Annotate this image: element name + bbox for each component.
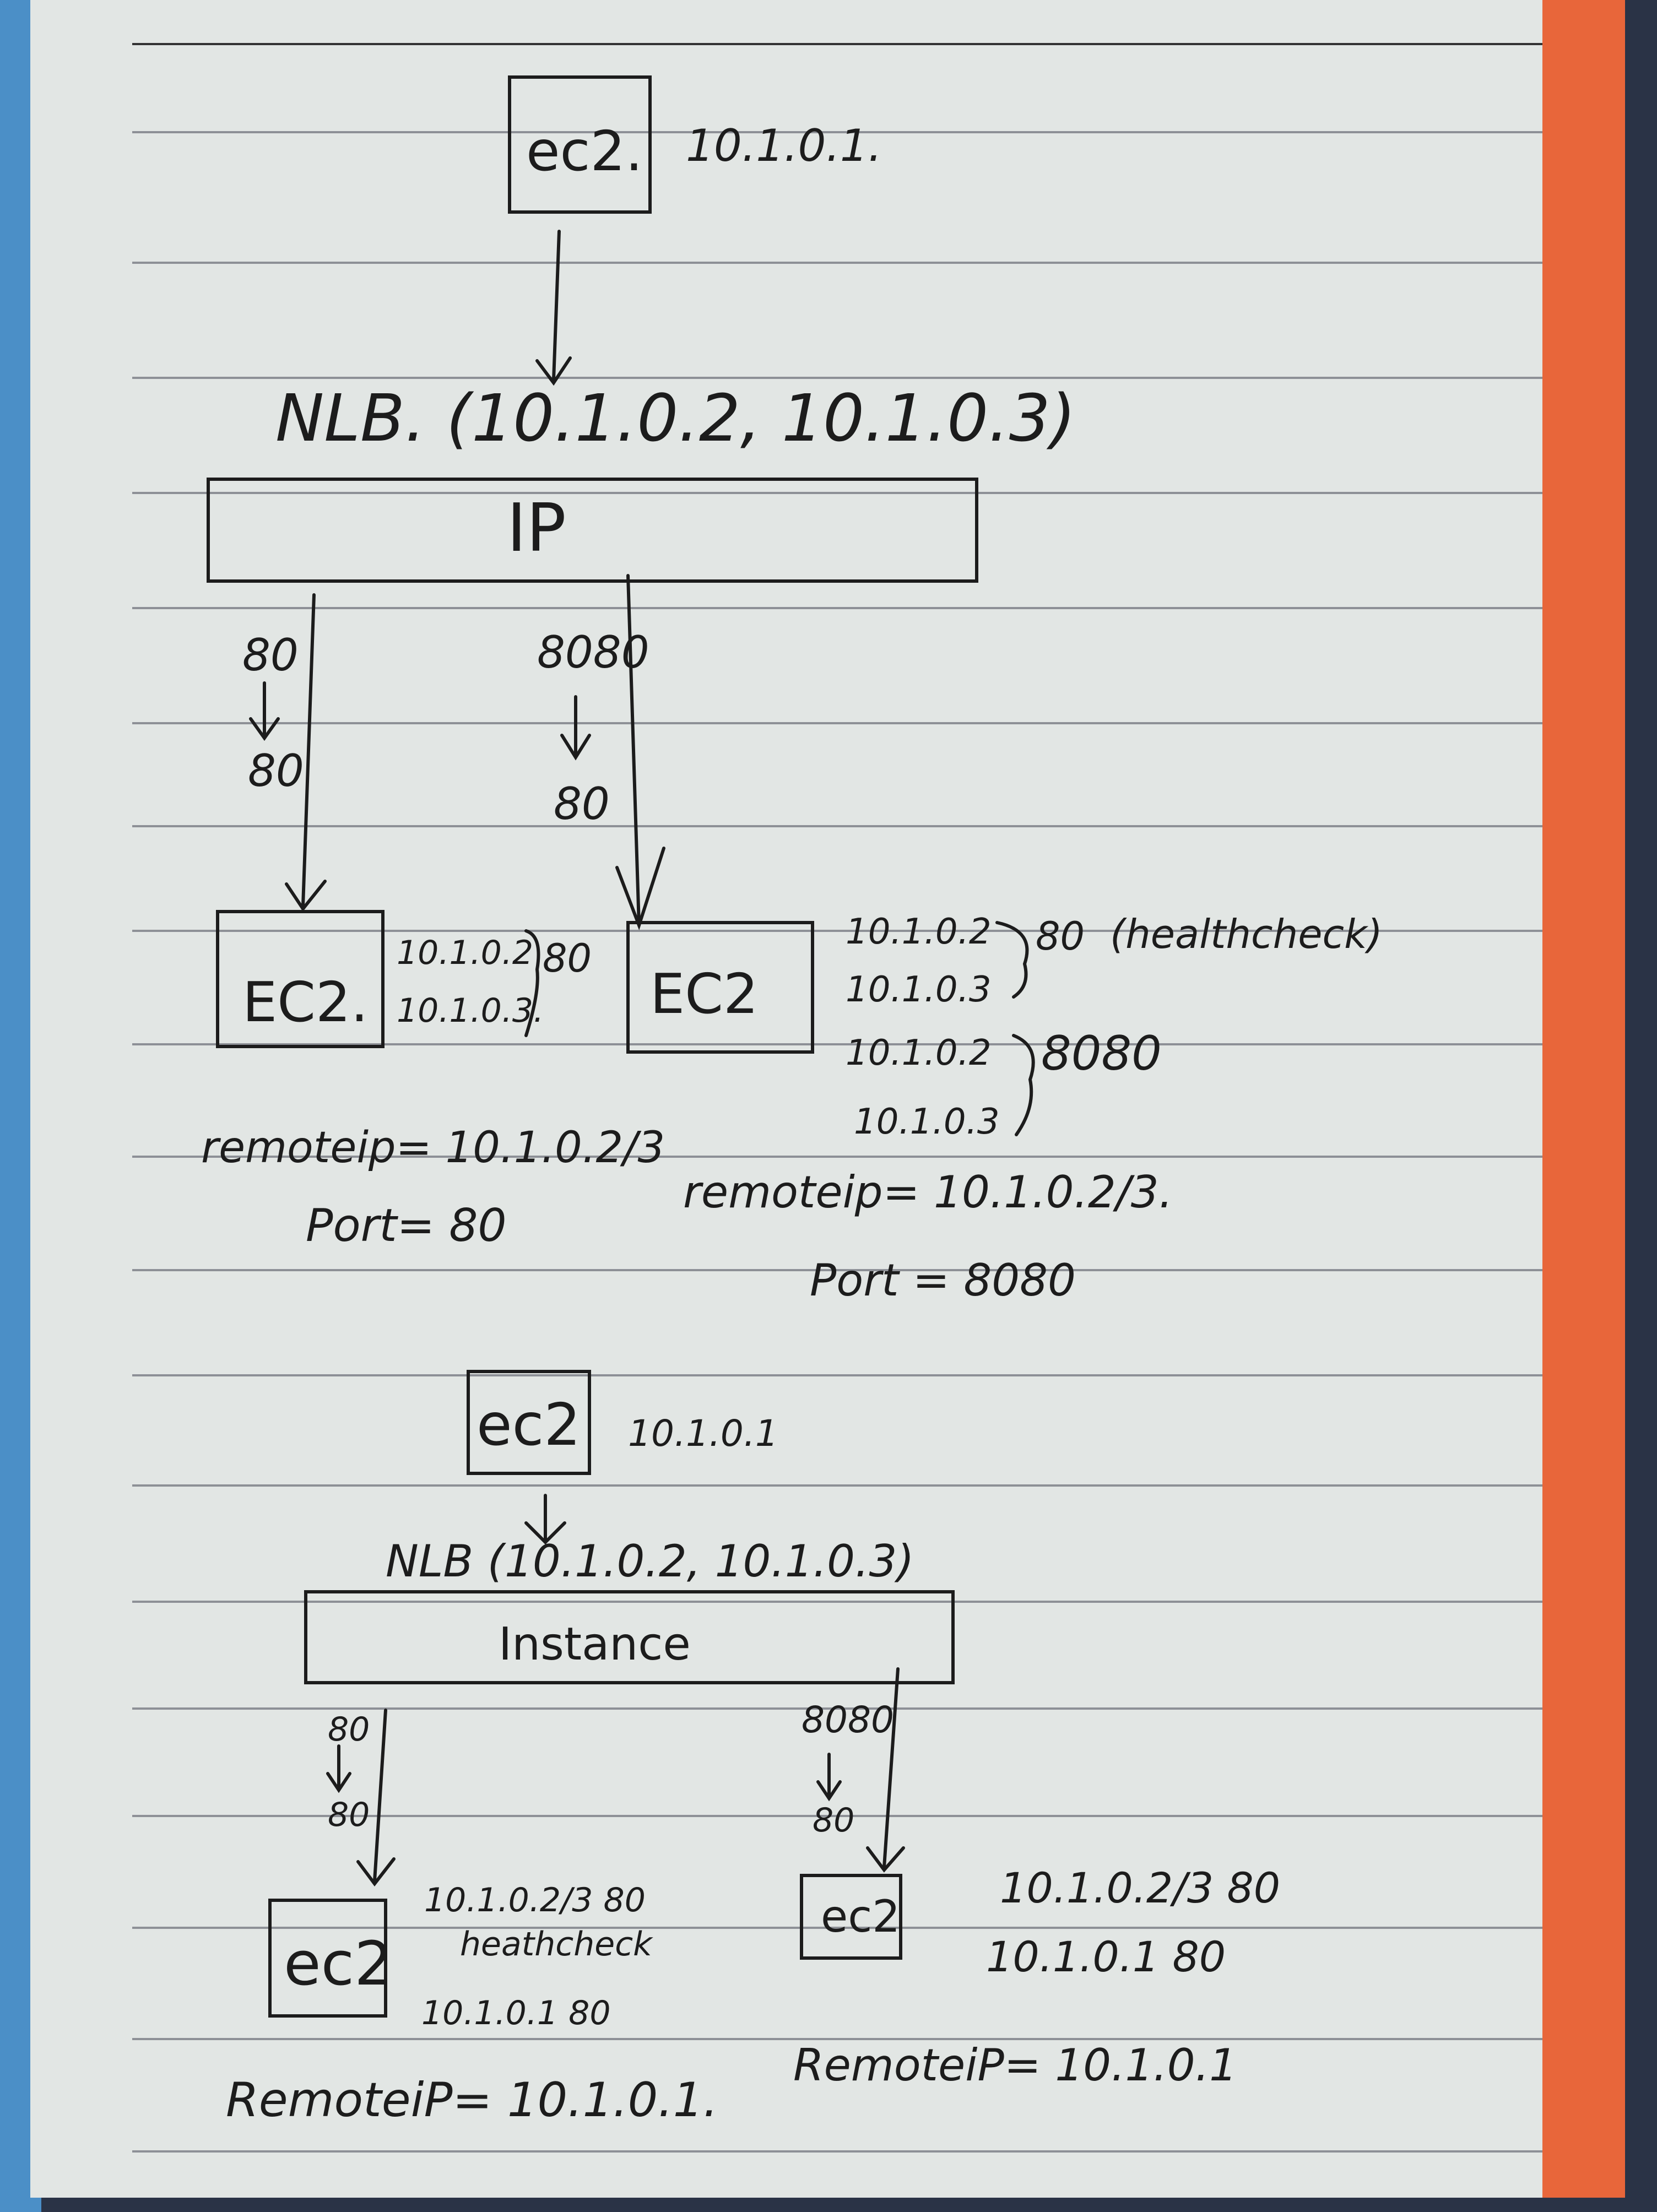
left-route-line [301,593,316,908]
left-instance-line-1: 10.1.0.2/3 80 [424,1881,646,1920]
left-instance-line-3: 10.1.0.1 80 [421,1994,611,2032]
client-to-nlb-arrowhead [535,356,572,386]
elastic-band [1542,0,1625,2198]
right-ec2-box [626,921,814,1054]
right-ec2-label: EC2 [650,962,759,1026]
left-sources-brace [524,929,540,1037]
instance-diagram-shapes [268,1370,955,2018]
instance-target-type-label: Instance [499,1618,691,1671]
right-ec2-label-2: ec2 [821,1891,901,1942]
instance-target-type-bar [304,1590,955,1684]
right-source-a2: 10.1.0.3 [846,969,992,1010]
left-route-line-2 [373,1709,387,1883]
right-remote-ip-2: RemoteiP= 10.1.0.1 [793,2040,1237,2091]
right-source-a1: 10.1.0.2 [846,912,992,952]
right-route-arrowhead [615,847,665,931]
left-ec2-label: EC2. [242,970,369,1034]
left-route-arrowhead-2 [356,1857,396,1886]
right-ec2-box-2 [800,1874,902,1960]
left-map-arrowhead-2 [326,1772,351,1793]
right-route-arrowhead-2 [866,1846,905,1873]
ip-target-type-label: IP [507,490,566,567]
right-port-to-2: 80 [813,1801,855,1840]
left-ec2-box-2 [268,1899,387,2018]
left-remote-ip: remoteip= 10.1.0.2/3 [201,1123,665,1173]
ip-diagram-shapes [207,75,1035,1136]
left-remote-ip-2: RemoteiP= 10.1.0.1. [226,2073,718,2128]
left-ec2-box [216,910,385,1048]
right-map-arrowhead-2 [816,1780,842,1802]
right-remote-ip: remoteip= 10.1.0.2/3. [683,1167,1173,1218]
client-ip-label: 10.1.0.1. [686,120,882,171]
right-map-arrowhead [560,734,591,761]
left-port-to: 80 [248,745,304,796]
right-source-b1: 10.1.0.2 [846,1033,992,1074]
left-route-arrowhead [285,880,327,912]
client-ip-label-2: 10.1.0.1 [628,1412,778,1455]
right-route-line [626,574,641,927]
right-source-port-a: 80 [1036,914,1085,959]
nlb-label-2: NLB (10.1.0.2, 10.1.0.3) [386,1536,914,1587]
left-port-note: Port= 80 [306,1200,507,1252]
right-source-b2: 10.1.0.3 [854,1102,1000,1142]
left-port-from-2: 80 [328,1710,370,1749]
left-port-from: 80 [242,630,299,681]
client-ec2-label-2: ec2 [476,1391,581,1459]
right-port-to: 80 [554,778,610,829]
left-map-arrowhead [249,717,280,741]
left-source-1: 10.1.0.2 [397,934,534,972]
left-port-to-2: 80 [328,1796,370,1834]
right-port-from: 8080 [537,627,649,678]
left-source-2: 10.1.0.3. [397,991,544,1030]
client-ec2-label: ec2. [526,119,643,183]
right-instance-line-2: 10.1.0.1 80 [986,1932,1226,1981]
client-to-nlb-arrow [552,230,561,382]
right-sources-brace-a [995,921,1029,999]
client-to-nlb-arrowhead-2 [524,1521,566,1545]
client-ec2-box-2 [467,1370,591,1475]
right-route-line-2 [882,1667,900,1869]
client-ec2-box [508,75,652,214]
left-source-port: 80 [543,936,592,981]
ruled-lines [132,43,1542,2153]
right-instance-line-1: 10.1.0.2/3 80 [1000,1863,1281,1912]
notebook-page [30,0,1617,2198]
right-source-port-b: 8080 [1041,1026,1162,1081]
right-sources-brace-b [1012,1034,1035,1136]
ip-target-type-bar [207,478,978,583]
nlb-label: NLB. (10.1.0.2, 10.1.0.3) [275,380,1076,456]
right-port-note: Port = 8080 [810,1255,1076,1306]
right-port-from-2: 8080 [802,1699,894,1741]
right-healthcheck-note: (healthcheck) [1110,911,1383,957]
left-ec2-label-2: ec2 [284,1928,393,1999]
left-instance-line-2: heathcheck [460,1925,652,1964]
